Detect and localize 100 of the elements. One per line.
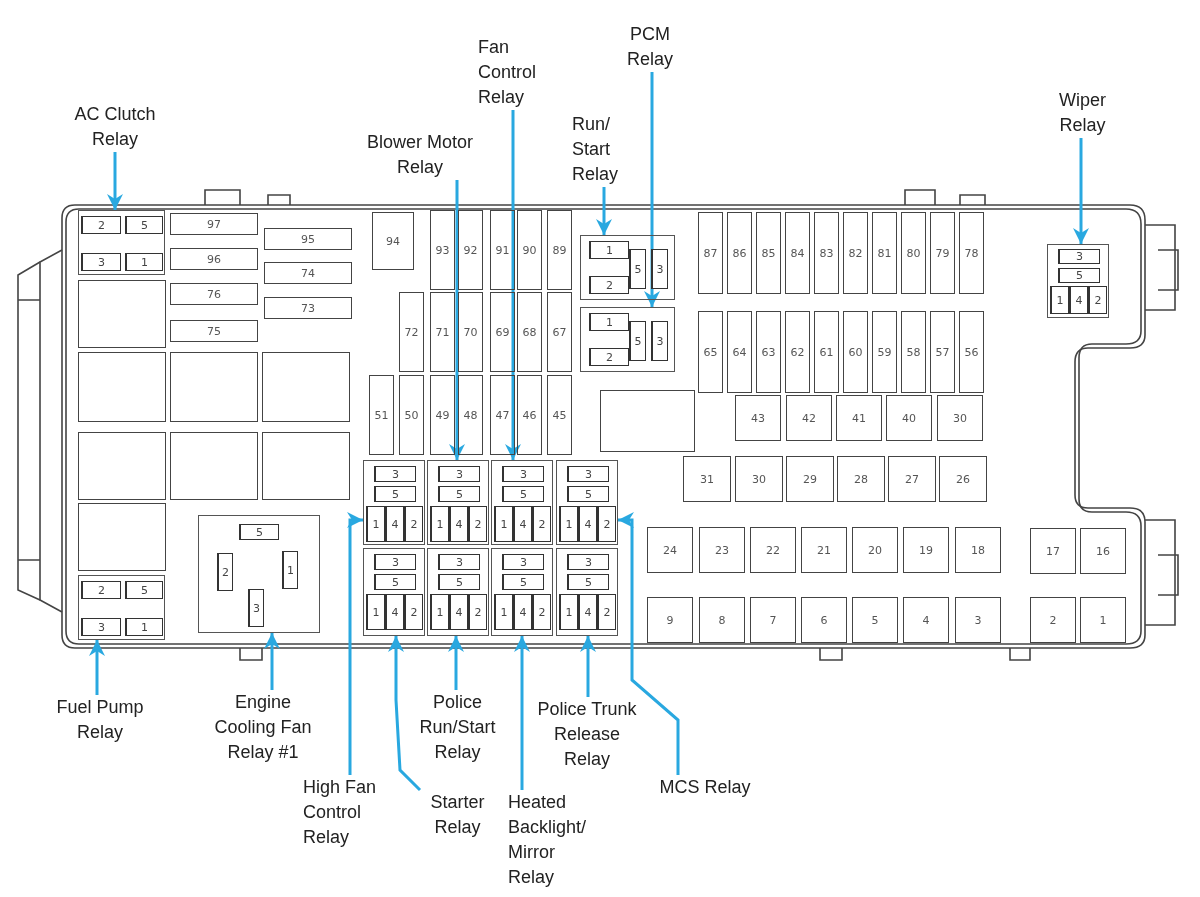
fuse: 46 [517, 375, 542, 455]
pin-number: 2 [217, 553, 233, 591]
fuse: 70 [458, 292, 483, 372]
empty-socket [78, 432, 166, 500]
fuse: 48 [458, 375, 483, 455]
empty-socket [600, 390, 695, 452]
callout-label: Engine Cooling Fan Relay #1 [208, 690, 318, 765]
pin-number: 5 [567, 574, 609, 590]
fuse: 64 [727, 311, 752, 393]
relay-socket [363, 548, 425, 636]
fuse: 58 [901, 311, 926, 393]
fuse: 6 [801, 597, 847, 643]
pin-number: 3 [502, 466, 544, 482]
pin-number: 4 [385, 506, 404, 542]
fuse: 91 [490, 210, 515, 290]
pin-number: 1 [430, 506, 449, 542]
pin-number: 3 [651, 249, 668, 289]
pin-number: 3 [567, 554, 609, 570]
fuse: 45 [547, 375, 572, 455]
callout-label: Blower Motor Relay [350, 130, 490, 180]
fuse: 17 [1030, 528, 1076, 574]
pin-number: 5 [438, 574, 480, 590]
fuse: 50 [399, 375, 424, 455]
fuse: 20 [852, 527, 898, 573]
callout-label: Wiper Relay [1040, 88, 1125, 138]
fuse: 89 [547, 210, 572, 290]
leader-arrow [107, 152, 123, 210]
pin-number: 2 [468, 506, 487, 542]
fuse: 85 [756, 212, 781, 294]
empty-socket [78, 503, 166, 571]
leader-arrow [1073, 138, 1089, 244]
pin-number: 3 [651, 321, 668, 361]
pin-number: 2 [589, 276, 629, 294]
relay-socket [580, 307, 675, 372]
relay-socket [556, 460, 618, 545]
callout-label: Fan Control Relay [478, 35, 556, 110]
pin-number: 5 [1058, 268, 1100, 283]
pin-number: 3 [438, 554, 480, 570]
pin-number: 4 [449, 506, 468, 542]
pin-number: 3 [374, 554, 416, 570]
callout-label: High Fan Control Relay [303, 775, 393, 850]
pin-number: 1 [125, 618, 163, 636]
relay-socket [78, 575, 165, 640]
fuse: 97 [170, 213, 258, 235]
fuse: 42 [786, 395, 832, 441]
fuse: 41 [836, 395, 882, 441]
fuse: 93 [430, 210, 455, 290]
relay-socket [78, 210, 165, 275]
relay-socket [363, 460, 425, 545]
pin-number: 4 [449, 594, 468, 630]
pin-number: 1 [559, 506, 578, 542]
fuse: 95 [264, 228, 352, 250]
fuse: 74 [264, 262, 352, 284]
pin-number: 2 [81, 216, 121, 234]
callout-label: AC Clutch Relay [65, 102, 165, 152]
pin-number: 1 [494, 594, 513, 630]
pin-number: 2 [532, 594, 551, 630]
pin-number: 1 [366, 506, 385, 542]
leader-arrow [514, 636, 530, 790]
pin-number: 3 [81, 618, 121, 636]
relay-socket [491, 548, 553, 636]
pin-number: 5 [125, 216, 163, 234]
callout-label: Fuel Pump Relay [45, 695, 155, 745]
relay-socket [556, 548, 618, 636]
fuse: 96 [170, 248, 258, 270]
leader-arrow [89, 640, 105, 695]
relay-socket [1047, 244, 1109, 318]
fuse: 51 [369, 375, 394, 455]
fuse: 47 [490, 375, 515, 455]
fuse: 84 [785, 212, 810, 294]
fuse: 27 [888, 456, 936, 502]
pin-number: 4 [513, 594, 532, 630]
pin-number: 5 [438, 486, 480, 502]
fuse: 30 [735, 456, 783, 502]
fuse: 90 [517, 210, 542, 290]
callout-label: PCM Relay [615, 22, 685, 72]
empty-socket [262, 352, 350, 422]
fuse: 23 [699, 527, 745, 573]
fuse: 62 [785, 311, 810, 393]
fuse: 80 [901, 212, 926, 294]
pin-number: 4 [385, 594, 404, 630]
pin-number: 1 [125, 253, 163, 271]
fuse: 9 [647, 597, 693, 643]
leader-arrow [644, 72, 660, 307]
pin-number: 5 [567, 486, 609, 502]
callout-label: Police Trunk Release Relay [533, 697, 641, 772]
fuse: 4 [903, 597, 949, 643]
pin-number: 5 [502, 574, 544, 590]
pin-number: 5 [629, 249, 646, 289]
callout-label: MCS Relay [655, 775, 755, 800]
pin-number: 1 [494, 506, 513, 542]
fuse: 16 [1080, 528, 1126, 574]
fuse: 43 [735, 395, 781, 441]
fuse: 30 [937, 395, 983, 441]
fuse: 73 [264, 297, 352, 319]
fuse: 2 [1030, 597, 1076, 643]
fuse: 71 [430, 292, 455, 372]
fuse: 7 [750, 597, 796, 643]
pin-number: 2 [404, 506, 423, 542]
relay-socket [198, 515, 320, 633]
